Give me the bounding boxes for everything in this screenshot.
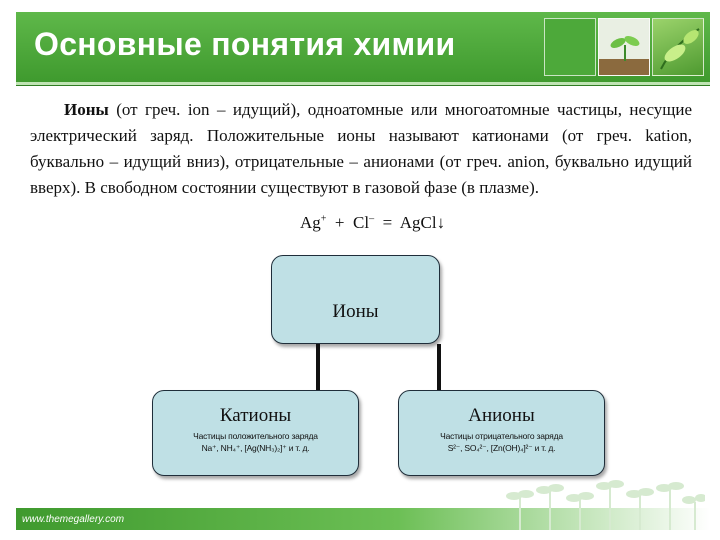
ion-definition: Ионы (от греч. ion – идущий), одноатомны… — [30, 97, 692, 201]
diagram-root-node: Ионы — [271, 255, 440, 344]
root-node-label: Ионы — [332, 301, 379, 322]
footer-bar — [16, 508, 710, 530]
equation-plus: + — [326, 213, 354, 232]
connector-right — [437, 344, 441, 390]
precipitation-equation: Ag+ + Cl– = AgCl↓ — [300, 213, 445, 233]
thumbnail-sprout-photo — [598, 18, 650, 76]
cations-label: Катионы — [219, 405, 292, 426]
footer-url: www.themegallery.com — [22, 514, 125, 525]
equation-cl-charge: – — [369, 213, 375, 225]
sprouts-decoration-icon — [506, 480, 705, 530]
thumbnail-leaf-photo — [652, 18, 704, 76]
equation-cl: Cl — [353, 213, 370, 232]
slide-title: Основные понятия химии — [34, 26, 456, 62]
equation-rhs: = AgCl↓ — [374, 213, 446, 232]
anions-description: Частицы отрицательного заряда — [440, 431, 563, 441]
diagram-cations-node: Катионы Частицы положительного заряда Na… — [152, 390, 359, 476]
ion-term: Ионы — [64, 100, 109, 119]
cations-description: Частицы положительного заряда — [193, 431, 318, 441]
cations-examples: Na⁺, NH₄⁺, [Ag(NH₃)₂]⁺ и т. д. — [201, 443, 310, 453]
sprout-icon — [599, 36, 649, 75]
connector-left — [316, 344, 320, 390]
leaf-icon — [660, 28, 700, 70]
equation-ag: Ag — [300, 213, 321, 232]
anions-label: Анионы — [468, 405, 535, 426]
anions-examples: S²⁻, SO₄²⁻, [Zn(OH)₄]²⁻ и т. д. — [447, 443, 556, 453]
ion-definition-text: (от греч. ion – идущий), одноатомные или… — [30, 100, 692, 197]
header-stripe — [16, 82, 710, 85]
thumbnail-green-panel — [544, 18, 596, 76]
diagram-anions-node: Анионы Частицы отрицательного заряда S²⁻… — [398, 390, 605, 476]
equation-ag-charge: + — [320, 213, 327, 225]
